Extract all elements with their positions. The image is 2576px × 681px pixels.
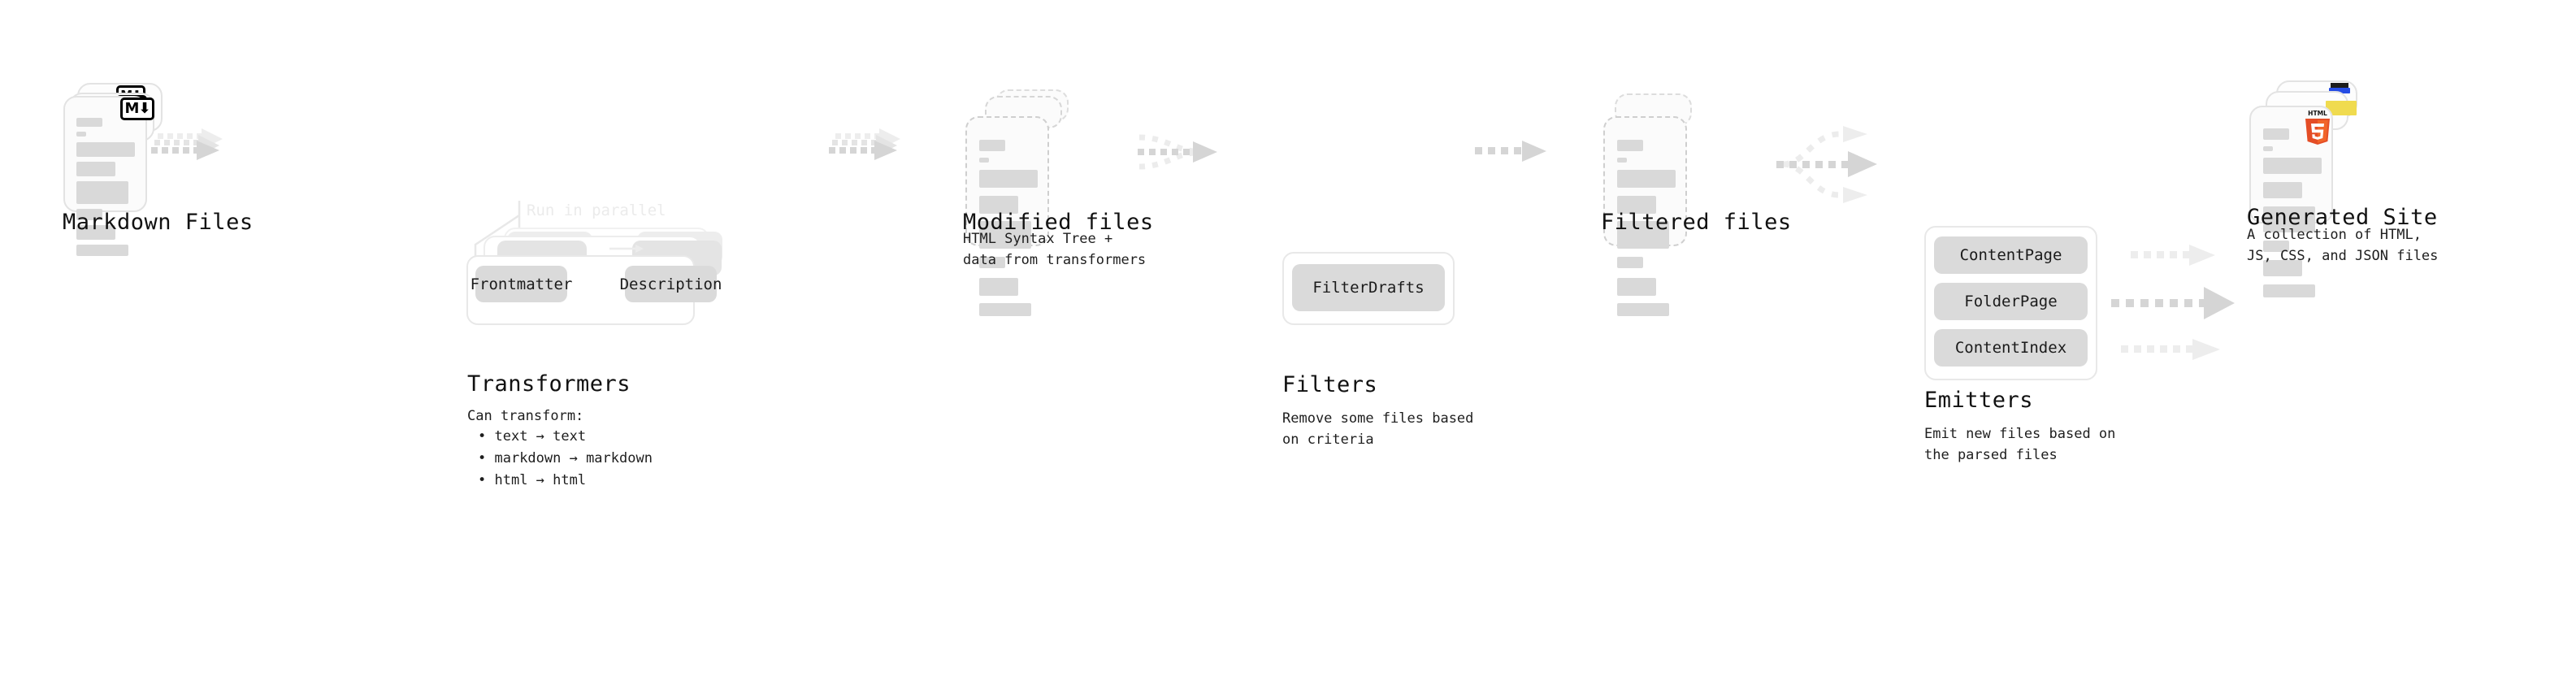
transformers-bullet-0: • text → text — [478, 428, 587, 445]
skeleton-bar — [76, 132, 86, 137]
markdown-icon: M⬇ — [120, 98, 154, 120]
transformer-pill-frontmatter[interactable]: Frontmatter — [471, 266, 572, 302]
transformer-pill-description[interactable]: Description — [620, 266, 722, 302]
filter-pill-label: FilterDrafts — [1312, 279, 1425, 297]
css3-icon — [2329, 83, 2350, 93]
skeleton-bar — [2263, 241, 2289, 252]
stage-title-modified-files: Modified files — [963, 210, 1154, 235]
skeleton-bar — [1617, 278, 1656, 296]
emitter-pill-contentpage[interactable]: ContentPage — [1934, 236, 2088, 274]
skeleton-bar — [2263, 284, 2315, 297]
arrow-filtered-to-emitters — [1776, 126, 1877, 203]
skeleton-bar — [1617, 170, 1676, 188]
skeleton-bar — [76, 181, 128, 204]
stage-title-filtered-files: Filtered files — [1601, 210, 1792, 235]
skeleton-bar — [979, 140, 1005, 151]
skeleton-bar — [76, 245, 128, 256]
skeleton-bar — [2263, 128, 2289, 140]
skeleton-bar — [979, 170, 1038, 188]
stage-title-generated-site: Generated Site — [2247, 205, 2438, 230]
run-in-parallel-label: Run in parallel — [527, 202, 666, 219]
skeleton-bar — [2263, 146, 2273, 151]
skeleton-bar — [1617, 196, 1656, 214]
skeleton-bar — [76, 142, 135, 157]
filters-caption: Remove some files based on criteria — [1282, 410, 1474, 448]
transformers-bullet-2: • html → html — [478, 472, 587, 488]
skeleton-bar — [2263, 260, 2302, 276]
stage-title-filters: Filters — [1282, 372, 1378, 397]
transformer-pill-label: Frontmatter — [470, 275, 573, 293]
stage-title-markdown-files: Markdown Files — [63, 210, 254, 235]
arrow-modified-to-filters — [1138, 134, 1217, 170]
stage-title-transformers: Transformers — [467, 371, 631, 397]
skeleton-bar — [979, 278, 1018, 296]
skeleton-bar — [1617, 303, 1669, 316]
emitter-pill-label: ContentIndex — [1954, 339, 2067, 357]
transformer-pill-label: Description — [619, 275, 722, 293]
skeleton-bar — [2263, 182, 2302, 198]
skeleton-bar — [1617, 257, 1643, 268]
skeleton-bar — [76, 209, 102, 220]
emitter-pill-label: FolderPage — [1964, 293, 2058, 310]
html5-wordmark: HTML — [2308, 110, 2327, 117]
skeleton-bar — [76, 162, 115, 176]
skeleton-bar — [979, 158, 989, 163]
modified-files-caption: HTML Syntax Tree + data from transformer… — [963, 231, 1147, 268]
html5-icon: HTML — [2301, 108, 2334, 145]
skeleton-bar — [76, 225, 115, 240]
arrow-emitters-to-site — [2111, 245, 2235, 360]
arrow-filters-to-filtered — [1475, 141, 1546, 162]
skeleton-bar — [1617, 140, 1643, 151]
skeleton-bar — [1617, 158, 1627, 163]
transformers-bullet-1: • markdown → markdown — [478, 450, 653, 466]
emitter-pill-folderpage[interactable]: FolderPage — [1934, 283, 2088, 320]
skeleton-bar — [979, 221, 1031, 249]
filter-pill-filterdrafts[interactable]: FilterDrafts — [1292, 264, 1445, 311]
emitter-pill-contentindex[interactable]: ContentIndex — [1934, 329, 2088, 367]
emitters-caption: Emit new files based on the parsed files — [1924, 426, 2116, 463]
skeleton-bar — [2263, 158, 2322, 174]
generated-site-caption: A collection of HTML, JS, CSS, and JSON … — [2247, 227, 2439, 264]
skeleton-bar — [979, 303, 1031, 316]
skeleton-bar — [2263, 206, 2315, 232]
skeleton-bar — [979, 257, 1005, 268]
javascript-icon — [2326, 101, 2357, 115]
run-in-parallel-bracket — [474, 201, 521, 258]
arrow-transformers-to-modified — [829, 128, 900, 160]
emitter-pill-label: ContentPage — [1959, 246, 2062, 264]
skeleton-bar — [1617, 221, 1669, 249]
skeleton-bar — [76, 118, 102, 127]
stage-title-emitters: Emitters — [1924, 388, 2034, 413]
skeleton-bar — [979, 196, 1018, 214]
transformers-caption: Can transform: — [467, 408, 584, 424]
arrow-markdown-to-transformers — [151, 128, 223, 160]
